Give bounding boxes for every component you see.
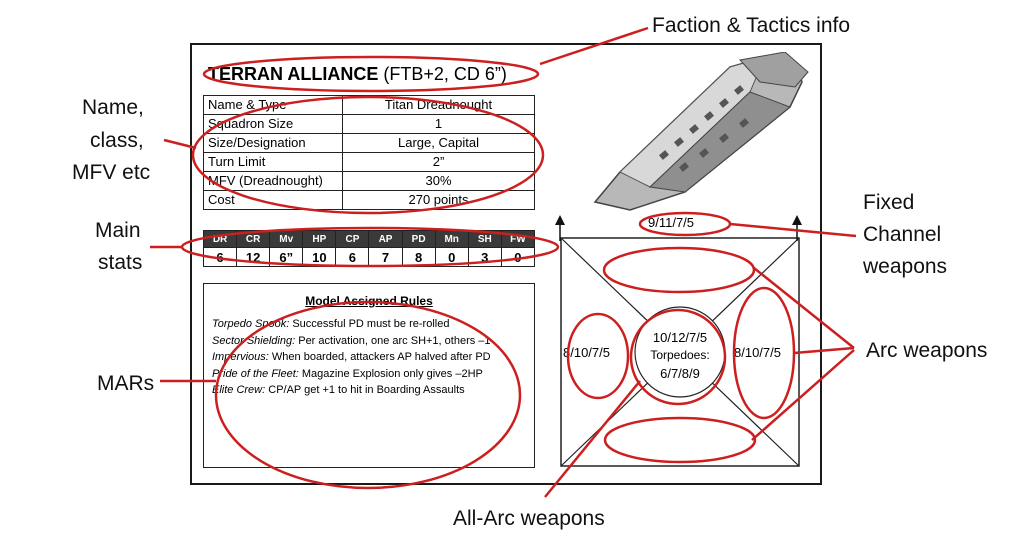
arrow-up-icon — [555, 215, 565, 225]
table-row: MFV (Dreadnought)30% — [203, 171, 535, 191]
stat-header: SH — [467, 230, 502, 248]
info-value: Titan Dreadnought — [342, 95, 535, 115]
rule-line: Impervious: When boarded, attackers AP h… — [204, 349, 534, 366]
stat-header: FW — [500, 230, 536, 248]
stat-value: 10 — [302, 247, 337, 267]
rule-text: Magazine Explosion only gives –2HP — [298, 367, 483, 380]
stat-header: Mv — [269, 230, 304, 248]
stat-value: 3 — [467, 247, 502, 267]
all-arc-weapons: 10/12/7/5 — [652, 330, 708, 345]
info-label: MFV (Dreadnought) — [203, 171, 343, 191]
stat-value: 6 — [202, 247, 238, 267]
faction-title: TERRAN ALLIANCE (FTB+2, CD 6”) — [208, 64, 507, 85]
callout-mfv: MFV etc — [72, 161, 151, 184]
stat-value: 6 — [335, 247, 370, 267]
rule-text: CP/AP get +1 to hit in Boarding Assaults — [265, 384, 465, 396]
stat-value: 6” — [269, 247, 304, 267]
stat-header: CR — [236, 230, 271, 248]
stat-value: 7 — [368, 247, 403, 267]
rule-line: Torpedo Spook: Successful PD must be re-… — [204, 316, 534, 333]
model-assigned-rules-box: Model Assigned Rules Torpedo Spook: Succ… — [203, 283, 535, 468]
rule-name: Pride of the Fleet: — [212, 367, 299, 380]
info-value: Large, Capital — [342, 133, 535, 153]
stat-value: 0 — [434, 247, 469, 267]
callout-channel: Channel — [863, 223, 942, 246]
rule-name: Impervious: — [212, 351, 269, 363]
rule-name: Sector Shielding: — [212, 334, 296, 347]
rule-text: Per activation, one arc SH+1, others –1 — [295, 334, 491, 347]
spaceship-illustration — [593, 52, 809, 211]
left-arc-weapons: 8/10/7/5 — [563, 345, 610, 360]
callout-main: Main — [95, 219, 141, 242]
main-stats-table: DR CR Mv HP CP AP PD Mn SH FW 6 12 6” 10… — [202, 230, 536, 267]
stat-value: 8 — [401, 247, 436, 267]
stat-header: Mn — [434, 230, 469, 248]
callout-stats: stats — [98, 251, 143, 274]
mars-title: Model Assigned Rules — [305, 294, 433, 308]
stat-value: 0 — [500, 247, 536, 267]
info-label: Name & Type — [203, 95, 343, 115]
info-value: 2” — [342, 152, 535, 172]
stat-header: HP — [302, 230, 337, 248]
info-value: 1 — [342, 114, 535, 134]
callout-mars: MARs — [97, 372, 155, 395]
info-label: Squadron Size — [203, 114, 343, 134]
torpedoes-label: Torpedoes: — [650, 348, 710, 362]
info-label: Size/Designation — [203, 133, 343, 153]
rule-line: Pride of the Fleet: Magazine Explosion o… — [204, 366, 534, 383]
rule-text: When boarded, attackers AP halved after … — [268, 351, 491, 363]
info-value: 30% — [342, 171, 535, 191]
arrow-up-icon — [792, 215, 802, 225]
rule-line: Elite Crew: CP/AP get +1 to hit in Board… — [204, 382, 534, 399]
faction-tactics: (FTB+2, CD 6”) — [383, 64, 507, 84]
stat-header: CP — [335, 230, 370, 248]
rule-name: Elite Crew: — [212, 384, 266, 396]
stat-header: AP — [368, 230, 403, 248]
rule-text: Successful PD must be re-rolled — [289, 318, 450, 330]
callout-faction-tactics: Faction & Tactics info — [652, 14, 851, 37]
rule-name: Torpedo Spook: — [212, 318, 290, 330]
info-label: Cost — [203, 190, 343, 210]
callout-class: class, — [90, 129, 144, 152]
callout-weapons: weapons — [863, 255, 948, 278]
callout-arc-weapons: Arc weapons — [866, 339, 988, 362]
fixed-channel-weapons: 9/11/7/5 — [648, 215, 695, 230]
callout-all-arc: All-Arc weapons — [453, 507, 605, 530]
right-arc-weapons: 8/10/7/5 — [734, 345, 781, 360]
stats-header-row: DR CR Mv HP CP AP PD Mn SH FW — [202, 230, 536, 248]
info-label: Turn Limit — [203, 152, 343, 172]
rule-line: Sector Shielding: Per activation, one ar… — [204, 333, 534, 350]
stat-header: DR — [202, 230, 238, 248]
callout-name: Name, — [82, 96, 144, 119]
stat-value: 12 — [236, 247, 271, 267]
faction-name: TERRAN ALLIANCE — [208, 64, 379, 84]
stats-value-row: 6 12 6” 10 6 7 8 0 3 0 — [202, 247, 536, 267]
callout-fixed: Fixed — [863, 191, 915, 214]
stat-header: PD — [401, 230, 436, 248]
torpedo-values: 6/7/8/9 — [660, 366, 700, 381]
info-value: 270 points — [342, 190, 535, 210]
